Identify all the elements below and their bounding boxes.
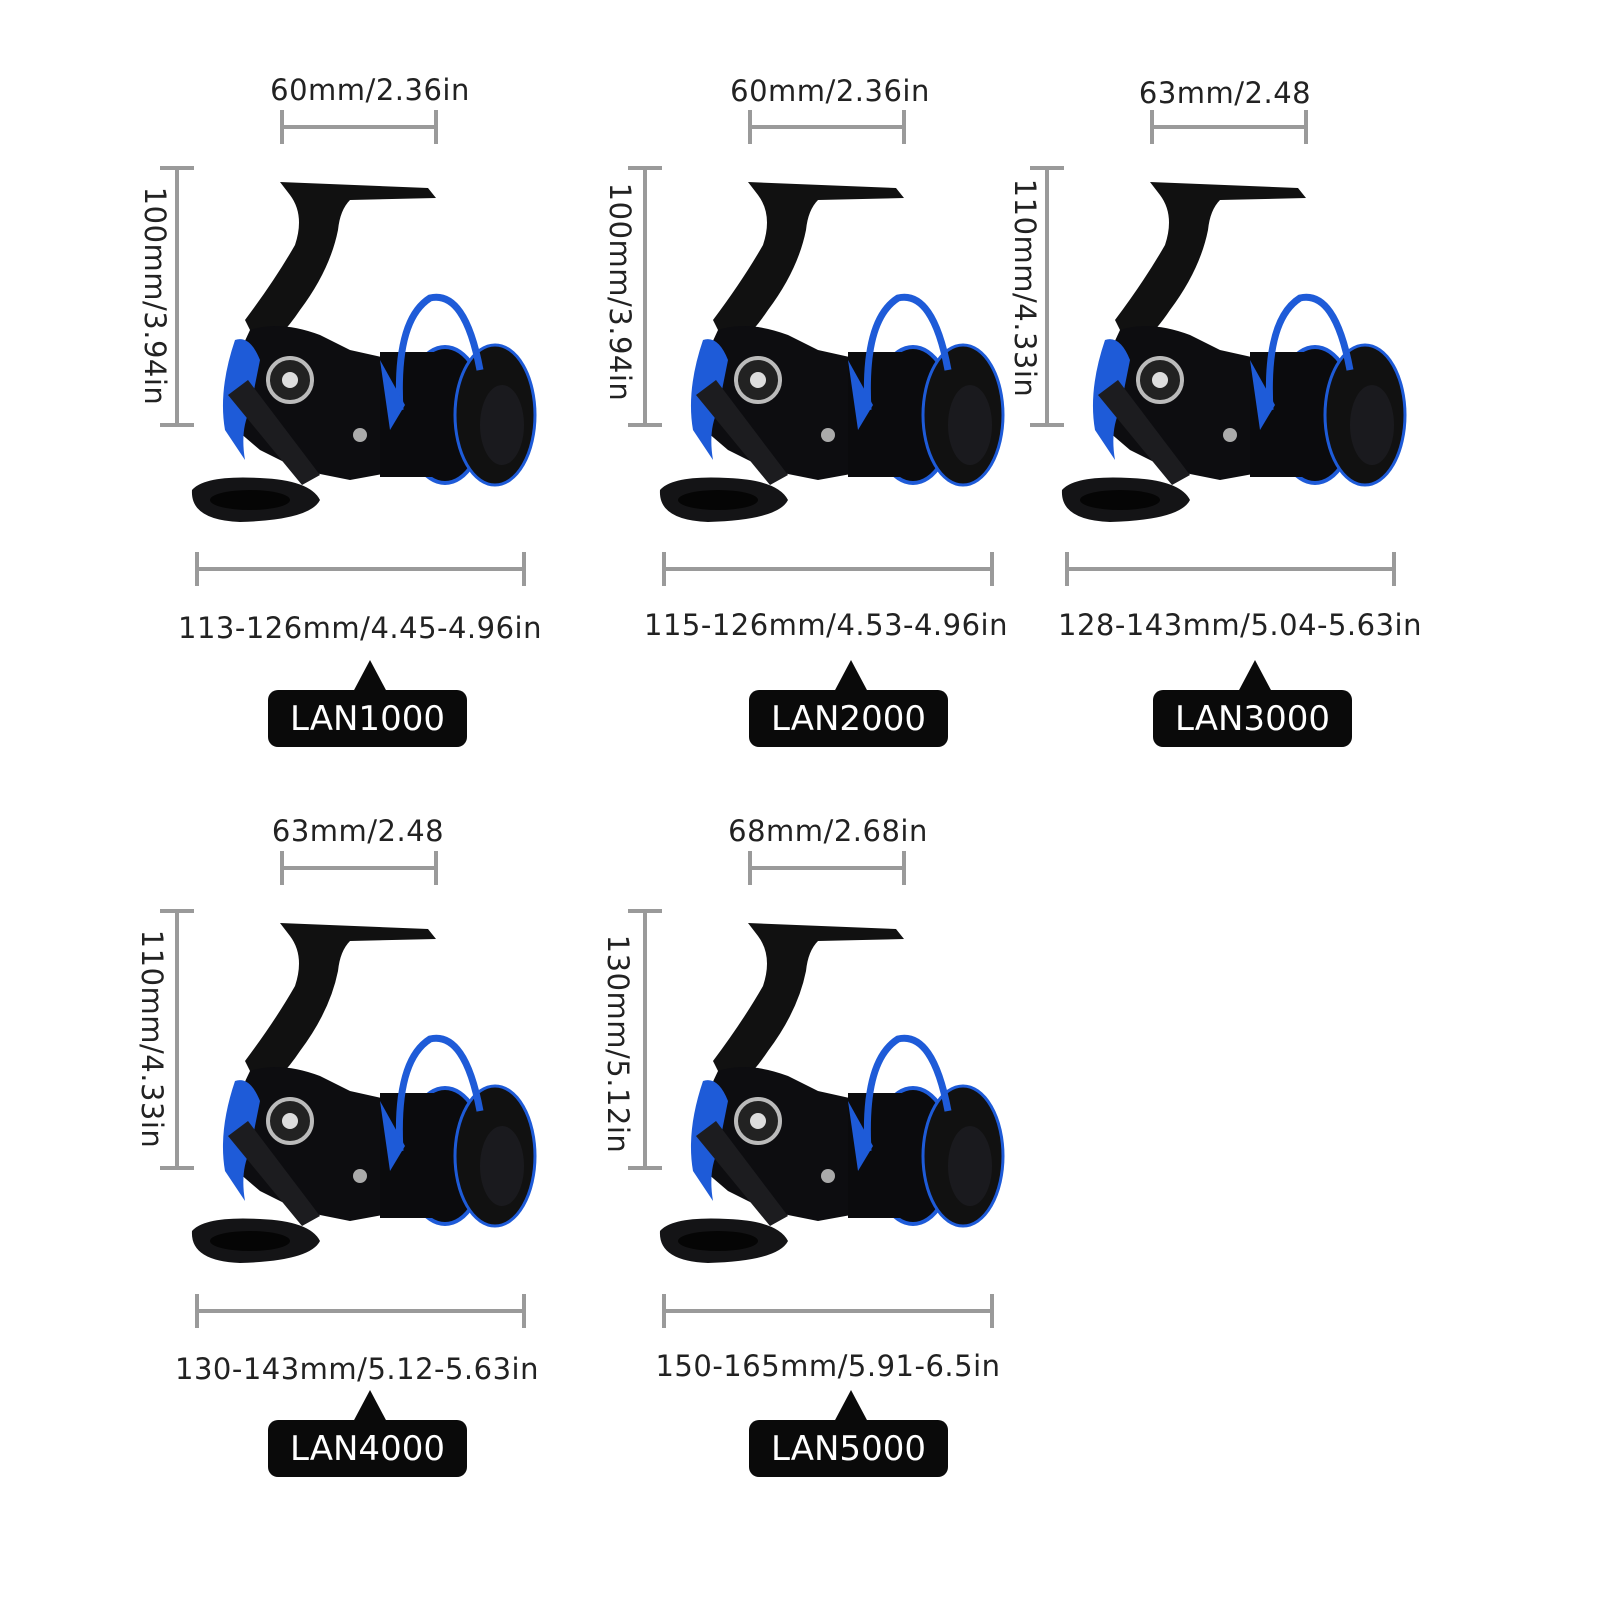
width-label: 60mm/2.36in [270, 73, 470, 107]
length-dimension-line [195, 552, 526, 586]
model-badge: LAN4000 [268, 1390, 467, 1477]
height-label: 100mm/3.94in [138, 186, 172, 406]
reel-image [1050, 170, 1420, 530]
height-dimension-line [628, 909, 662, 1170]
length-dimension-line [1065, 552, 1396, 586]
length-label: 115-126mm/4.53-4.96in [644, 608, 1008, 642]
model-badge: LAN2000 [749, 660, 948, 747]
width-label: 68mm/2.68in [728, 814, 928, 848]
model-badge: LAN1000 [268, 660, 467, 747]
model-card-lan3000: 63mm/2.48 110mm/4.33in 128-143mm/5.04-5.… [870, 0, 1430, 747]
model-card-lan4000: 63mm/2.48 110mm/4.33in 130-143mm/5.12-5.… [0, 741, 560, 1477]
width-label: 63mm/2.48 [1138, 76, 1312, 110]
height-dimension-line [160, 909, 194, 1170]
height-label: 130mm/5.12in [601, 934, 635, 1154]
length-label: 128-143mm/5.04-5.63in [1058, 608, 1422, 642]
model-badge: LAN5000 [749, 1390, 948, 1477]
height-dimension-line [628, 166, 662, 427]
width-dimension-line [748, 851, 906, 885]
model-card-lan2000: 60mm/2.36in 100mm/3.94in 115-126mm/4.53-… [468, 0, 1028, 747]
model-card-lan5000: 68mm/2.68in 130mm/5.12in 150-165mm/5.91-… [468, 741, 1028, 1477]
width-dimension-line [280, 851, 438, 885]
width-dimension-line [280, 110, 438, 144]
height-label: 100mm/3.94in [603, 182, 637, 402]
height-label: 110mm/4.33in [1008, 178, 1042, 398]
length-label: 130-143mm/5.12-5.63in [175, 1352, 539, 1386]
width-dimension-line [748, 110, 906, 144]
height-dimension-line [160, 166, 194, 427]
model-card-lan1000: 60mm/2.36in 100mm/3.94in 113-126mm/4.45-… [0, 0, 560, 747]
height-label: 110mm/4.33in [135, 929, 169, 1149]
width-label: 63mm/2.48 [271, 814, 445, 848]
model-badge: LAN3000 [1153, 660, 1352, 747]
length-label: 113-126mm/4.45-4.96in [178, 611, 542, 645]
width-label: 60mm/2.36in [730, 74, 930, 108]
length-label: 150-165mm/5.91-6.5in [655, 1349, 1001, 1383]
length-dimension-line [662, 1294, 994, 1328]
reel-image [648, 911, 1018, 1271]
width-dimension-line [1150, 110, 1308, 144]
length-dimension-line [195, 1294, 526, 1328]
height-dimension-line [1030, 166, 1064, 427]
length-dimension-line [662, 552, 994, 586]
